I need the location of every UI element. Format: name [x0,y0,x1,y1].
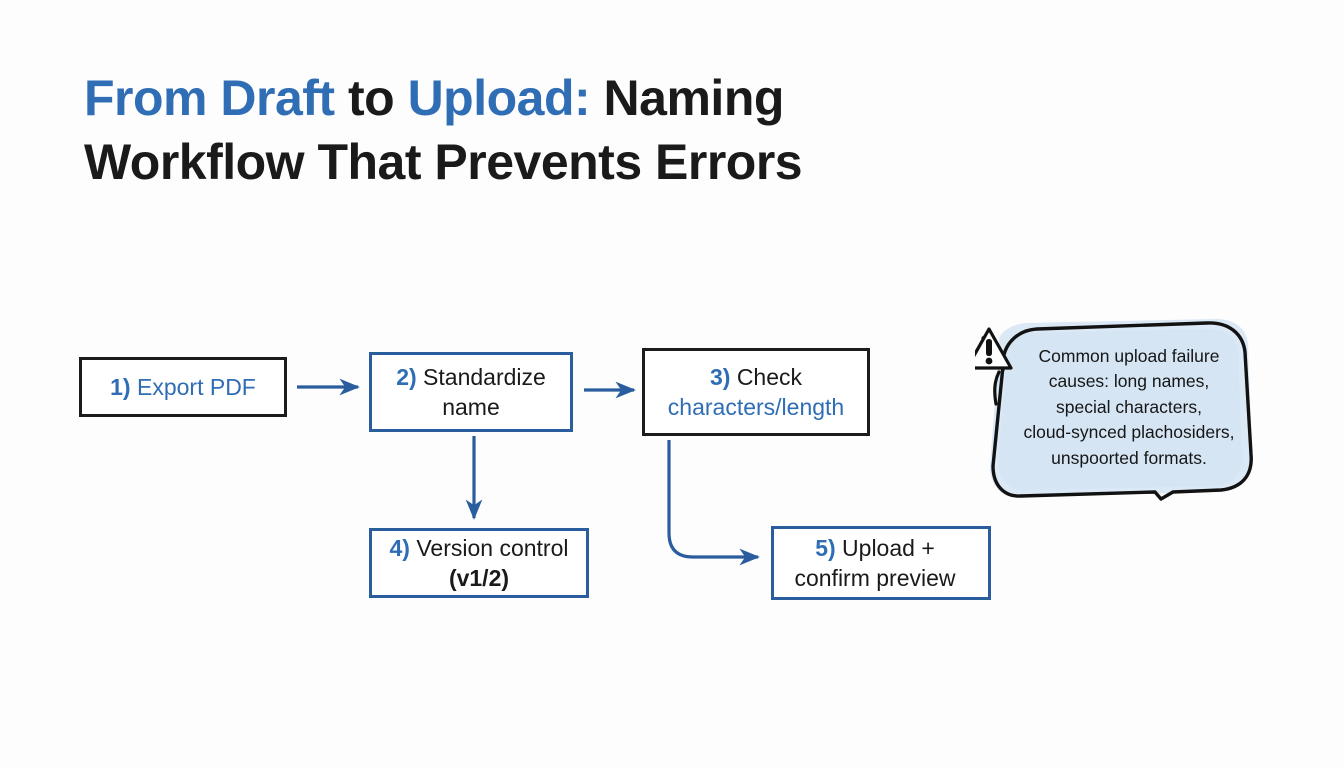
flow-node-1-export-pdf[interactable]: 1) Export PDF [79,357,287,417]
callout-line-4: cloud-synced plachosiders, [1023,422,1235,443]
flow-node-1-inner: 1) Export PDF [110,372,256,402]
flow-node-3-check-characters[interactable]: 3) Check characters/length [642,348,870,436]
flow-node-3-label-line1: Check [736,363,803,390]
title-segment-blue-1: From Draft [84,70,335,126]
warning-callout: Common upload failure causes: long names… [965,308,1265,508]
callout-line-2: causes: long names, [1048,371,1210,392]
title-segment-dark-2: Naming [590,70,785,126]
callout-line-5: unspoorted formats. [1051,447,1207,468]
flow-node-3-number: 3) [709,363,731,390]
flow-node-5-label-line1: Upload + [842,534,935,561]
title-segment-dark-1: to [334,70,408,126]
callout-line-3: special characters, [1056,396,1202,417]
flow-node-1-number: 1) [110,373,131,400]
title-segment-blue-2: Upload: [407,70,591,126]
flow-node-2-number: 2) [396,363,417,390]
callout-shape [965,318,1253,501]
flow-node-2-inner: 2) Standardize name [396,362,546,423]
flow-node-2-label-line2: name [442,394,500,420]
flow-node-4-inner: 4) Version control (v1/2) [390,533,569,594]
title-line-2: Workflow That Prevents Errors [84,134,803,190]
flow-node-5-label-line2: confirm preview [794,565,956,591]
callout-line-1: Common upload failure [1038,346,1220,366]
flow-node-4-label-line2: (v1/2) [448,565,510,591]
flow-node-4-version-control[interactable]: 4) Version control (v1/2) [369,528,589,598]
flow-node-4-number: 4) [389,534,410,561]
arrow-3-to-5 [667,440,760,566]
warning-triangle-icon [965,327,1013,370]
page-title: From Draft to Upload: Naming Workflow Th… [84,66,984,194]
flow-node-2-standardize-name[interactable]: 2) Standardize name [369,352,573,432]
callout-text: Common upload failure causes: long names… [1013,344,1245,471]
flow-node-4-label-line1: Version control [416,534,569,561]
flow-node-1-label: Export PDF [136,373,256,400]
flow-node-2-label-line1: Standardize [423,363,546,390]
flow-node-3-label-line2: characters/length [667,394,845,420]
flow-node-5-upload-confirm[interactable]: 5) Upload + confirm preview [771,526,991,600]
flow-node-3-inner: 3) Check characters/length [645,362,867,423]
flow-node-5-number: 5) [815,534,836,561]
flow-node-5-inner: 5) Upload + confirm preview [794,533,955,594]
